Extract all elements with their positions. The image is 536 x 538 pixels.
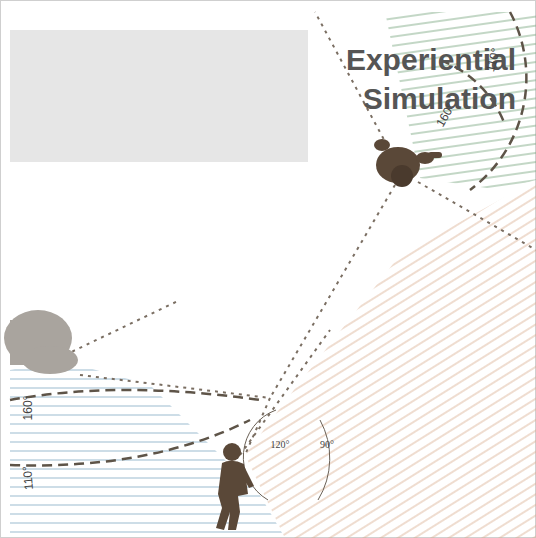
person-figure xyxy=(374,139,442,187)
angle-label: 160° xyxy=(21,395,35,422)
angle-label: 120° xyxy=(270,439,291,450)
child-figure xyxy=(216,443,254,530)
range-arc xyxy=(10,12,526,465)
view-fan xyxy=(10,360,285,538)
title: Experiential Simulation xyxy=(256,40,516,118)
person-figure xyxy=(4,310,78,374)
view-fan xyxy=(245,180,536,538)
title-panel xyxy=(10,30,308,162)
angle-label: 110° xyxy=(20,464,36,491)
angle-label: 90° xyxy=(319,439,335,450)
angle-arc xyxy=(243,410,329,500)
